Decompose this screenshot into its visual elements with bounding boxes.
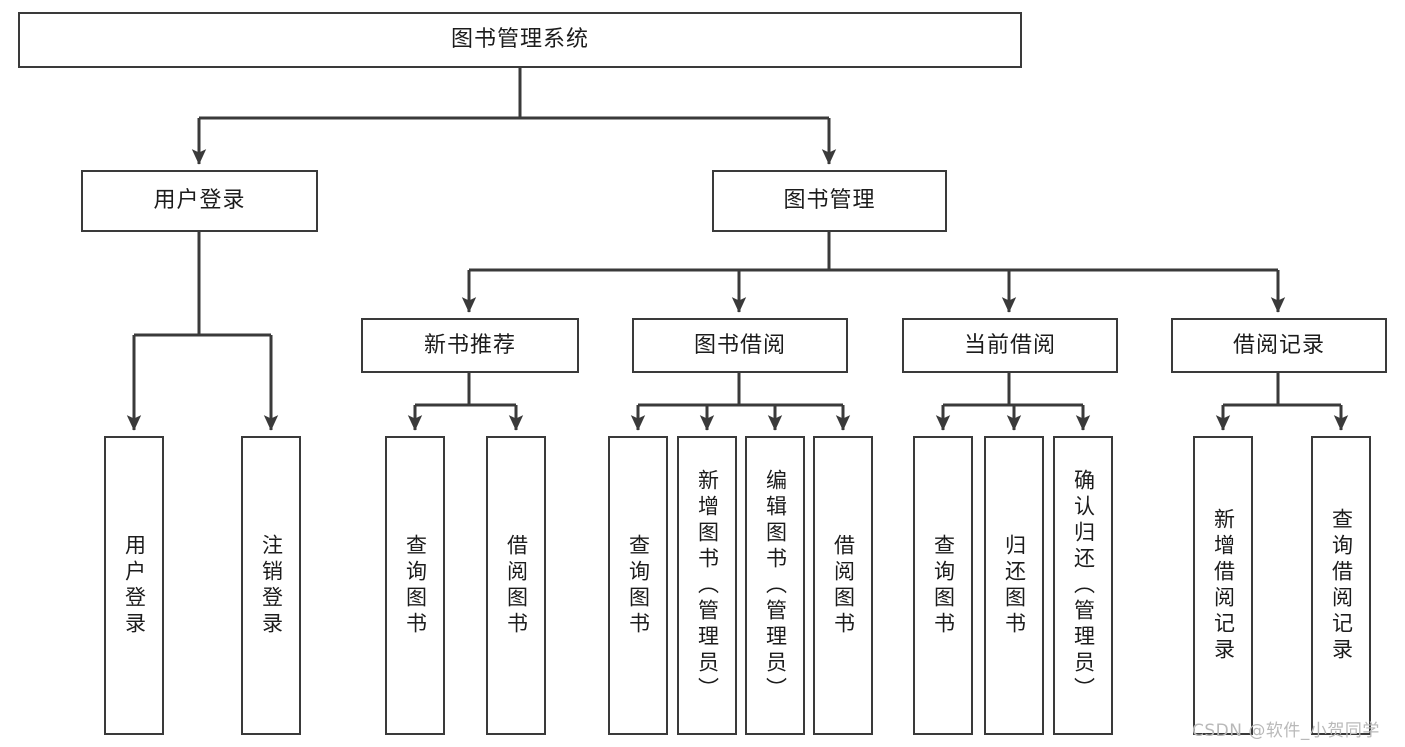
node-book-management-label: 图书管理 (783, 188, 876, 214)
leaf-node[interactable]: 查询图书 (608, 436, 668, 735)
node-book-borrow[interactable]: 图书借阅 (632, 318, 848, 373)
csdn-watermark: CSDN @软件_小贺同学 (1192, 721, 1380, 741)
leaf-node[interactable]: 用户登录 (104, 436, 164, 735)
leaf-node[interactable]: 确认归还（管理员） (1053, 436, 1113, 735)
leaf-node-label: 查询借阅记录 (1329, 507, 1354, 664)
leaf-node-label: 借阅图书 (504, 533, 529, 638)
leaf-node-label: 注销登录 (259, 533, 284, 638)
leaf-node-label: 查询图书 (403, 533, 428, 638)
leaf-node-label: 用户登录 (122, 533, 147, 638)
leaf-node-label: 确认归还（管理员） (1071, 468, 1096, 703)
node-current-borrow[interactable]: 当前借阅 (902, 318, 1118, 373)
leaf-node-label: 新增图书（管理员） (695, 468, 720, 703)
leaf-node[interactable]: 新增借阅记录 (1193, 436, 1253, 735)
leaf-node[interactable]: 编辑图书（管理员） (745, 436, 805, 735)
node-user-login[interactable]: 用户登录 (81, 170, 318, 232)
leaf-node[interactable]: 新增图书（管理员） (677, 436, 737, 735)
node-borrow-record-label: 借阅记录 (1232, 332, 1325, 358)
leaf-node-label: 查询图书 (931, 533, 956, 638)
leaf-node[interactable]: 查询借阅记录 (1311, 436, 1371, 735)
leaf-node[interactable]: 注销登录 (241, 436, 301, 735)
node-book-management[interactable]: 图书管理 (712, 170, 947, 232)
leaf-node-label: 借阅图书 (831, 533, 856, 638)
node-root-label: 图书管理系统 (450, 27, 589, 53)
node-user-login-label: 用户登录 (153, 188, 246, 214)
node-new-book-recommend-label: 新书推荐 (423, 332, 516, 358)
leaf-node[interactable]: 归还图书 (984, 436, 1044, 735)
leaf-node[interactable]: 借阅图书 (813, 436, 873, 735)
node-new-book-recommend[interactable]: 新书推荐 (361, 318, 579, 373)
node-borrow-record[interactable]: 借阅记录 (1171, 318, 1387, 373)
leaf-node-label: 新增借阅记录 (1211, 507, 1236, 664)
leaf-node-label: 查询图书 (626, 533, 651, 638)
node-book-borrow-label: 图书借阅 (693, 332, 786, 358)
node-root[interactable]: 图书管理系统 (18, 12, 1022, 68)
leaf-node[interactable]: 查询图书 (385, 436, 445, 735)
node-current-borrow-label: 当前借阅 (963, 332, 1056, 358)
leaf-node[interactable]: 借阅图书 (486, 436, 546, 735)
leaf-node-label: 归还图书 (1002, 533, 1027, 638)
leaf-node[interactable]: 查询图书 (913, 436, 973, 735)
leaf-node-label: 编辑图书（管理员） (763, 468, 788, 703)
